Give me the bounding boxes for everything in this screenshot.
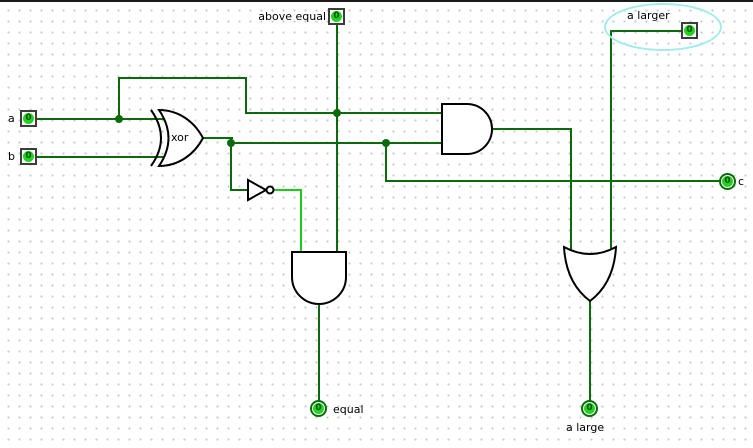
input-pin-a[interactable]: 0	[20, 110, 37, 127]
wire-junction	[115, 115, 123, 123]
wire-junction	[333, 109, 341, 117]
label-equal: equal	[333, 403, 364, 416]
wire-segment[interactable]	[273, 189, 302, 191]
and-gate-equal[interactable]	[291, 251, 348, 307]
wire-segment[interactable]	[336, 23, 338, 252]
wire-junction	[227, 139, 235, 147]
wire-segment[interactable]	[385, 142, 387, 182]
pin-above-equal[interactable]: 0	[328, 8, 345, 25]
pin-value: 0	[23, 151, 34, 162]
label-c: c	[738, 175, 745, 188]
xor-gate[interactable]	[148, 108, 206, 168]
label-b: b	[8, 150, 15, 163]
label-a: a	[8, 112, 15, 125]
wire-segment[interactable]	[35, 118, 164, 120]
and-gate-top[interactable]	[441, 103, 494, 155]
wire-segment[interactable]	[118, 77, 247, 79]
label-a-large: a large	[566, 421, 605, 434]
wire-segment[interactable]	[245, 77, 247, 114]
pin-value: 0	[313, 403, 324, 414]
wire-segment[interactable]	[385, 180, 720, 182]
xor-gate-label: xor	[171, 131, 189, 144]
pin-value: 0	[722, 176, 733, 187]
input-pin-b[interactable]: 0	[20, 148, 37, 165]
output-pin-a-large[interactable]: 0	[581, 400, 598, 417]
not-gate[interactable]	[246, 178, 278, 202]
wire-segment[interactable]	[245, 112, 442, 114]
wire-segment[interactable]	[491, 128, 572, 130]
label-above-equal: above equal	[258, 10, 326, 23]
wire-segment[interactable]	[610, 30, 612, 255]
pin-value: 0	[584, 403, 595, 414]
window-top-edge	[0, 0, 753, 2]
wire-segment[interactable]	[201, 137, 233, 139]
output-pin-equal[interactable]: 0	[310, 400, 327, 417]
highlight-ellipse	[604, 3, 722, 51]
wire-segment[interactable]	[230, 142, 442, 144]
wire-segment[interactable]	[570, 128, 572, 255]
wire-segment[interactable]	[118, 77, 120, 120]
wire-segment[interactable]	[300, 189, 302, 254]
wire-junction	[382, 139, 390, 147]
pin-value: 0	[23, 113, 34, 124]
wire-segment[interactable]	[318, 302, 320, 402]
wire-segment[interactable]	[230, 189, 249, 191]
pin-value: 0	[331, 11, 342, 22]
wire-segment[interactable]	[589, 300, 591, 402]
wire-segment[interactable]	[35, 156, 164, 158]
wire-segment[interactable]	[230, 137, 232, 191]
or-gate[interactable]	[563, 245, 617, 303]
output-pin-c[interactable]: 0	[719, 173, 736, 190]
